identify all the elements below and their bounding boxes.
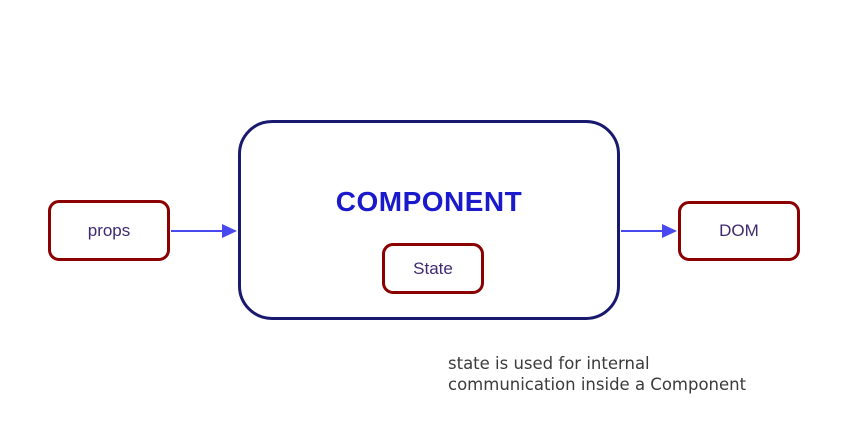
component-title: COMPONENT [335, 186, 523, 217]
props-box: props [48, 200, 170, 261]
props-to-component-arrow [171, 224, 237, 238]
arrowhead-right-icon [662, 224, 677, 238]
caption-line-2: communication inside a Component [448, 375, 747, 394]
state-box-label: State [413, 258, 453, 278]
dom-box: DOM [678, 201, 800, 261]
caption-line-1: state is used for internal [448, 354, 650, 373]
diagram-caption: state is used for internal communication… [448, 353, 746, 395]
props-box-label: props [87, 220, 131, 240]
arrowhead-right-icon [222, 224, 237, 238]
arrow-line [171, 230, 227, 232]
component-to-dom-arrow [621, 224, 677, 238]
dom-box-label: DOM [719, 221, 759, 240]
component-box: COMPONENT State [238, 120, 620, 320]
state-box: State [382, 243, 484, 294]
arrow-line [621, 230, 667, 232]
